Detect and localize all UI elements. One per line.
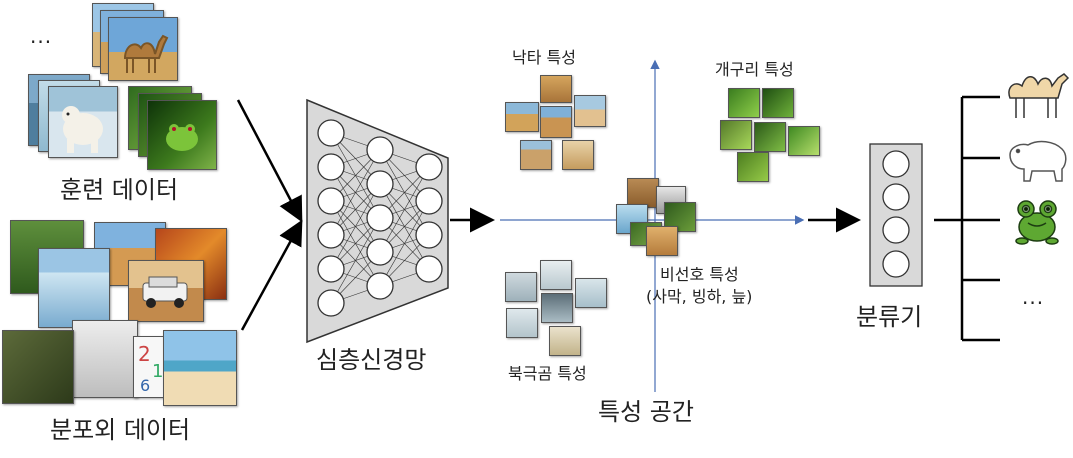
svg-text:6: 6 bbox=[140, 376, 150, 395]
classifier-output-tree bbox=[934, 95, 1000, 342]
frog-feature-tile bbox=[728, 88, 760, 118]
bear-feature-tile bbox=[541, 293, 573, 323]
camel-feature-tile bbox=[505, 102, 539, 132]
ood-arrow bbox=[240, 219, 303, 331]
bear-feature-tile bbox=[575, 278, 607, 308]
dnn-label: 심층신경망 bbox=[316, 346, 427, 374]
camel-icon bbox=[1008, 73, 1070, 118]
frog-feature-tile bbox=[720, 120, 752, 150]
nonlinear-feature-tile bbox=[646, 226, 678, 256]
ood-image-car bbox=[128, 260, 204, 322]
bear-feature-tile bbox=[505, 272, 537, 302]
frog-feature-label: 개구리 특성 bbox=[715, 60, 794, 79]
camel-feature-label: 낙타 특성 bbox=[512, 48, 576, 67]
frog-feature-tile bbox=[737, 152, 769, 182]
classifier-label: 분류기 bbox=[856, 303, 923, 331]
training-arrow bbox=[236, 99, 303, 223]
camel-feature-tile bbox=[540, 75, 572, 103]
polar-bear-icon bbox=[1009, 140, 1067, 182]
feature-space-label: 특성 공간 bbox=[598, 398, 694, 426]
training-ellipsis: ... bbox=[30, 24, 53, 48]
bear-feature-tile bbox=[506, 308, 538, 338]
ood-data-label: 분포외 데이터 bbox=[50, 416, 191, 444]
camel-feature-tile bbox=[520, 140, 552, 170]
svg-text:1: 1 bbox=[152, 361, 163, 382]
training-data-label: 훈련 데이터 bbox=[60, 176, 179, 204]
frog-feature-tile bbox=[762, 88, 794, 118]
training-image-camel bbox=[108, 17, 178, 81]
svg-text:2: 2 bbox=[138, 342, 151, 366]
training-image-polar-bear bbox=[48, 86, 118, 158]
camel-feature-tile bbox=[562, 140, 594, 170]
camel-feature-tile bbox=[574, 95, 606, 127]
frog-feature-tile bbox=[754, 122, 786, 152]
frog-feature-tile bbox=[788, 126, 820, 156]
training-image-frog bbox=[147, 100, 217, 170]
bear-feature-tile bbox=[540, 260, 572, 290]
ood-image-snow bbox=[72, 320, 138, 398]
bear-feature-tile bbox=[549, 326, 581, 356]
dnn-neurons bbox=[317, 119, 443, 317]
classifier-neurons bbox=[882, 150, 910, 278]
camel-feature-tile bbox=[540, 106, 572, 138]
ood-image-beach bbox=[163, 330, 237, 406]
output-ellipsis: ... bbox=[1022, 285, 1045, 309]
frog-icon bbox=[1015, 200, 1059, 245]
bear-feature-label: 북극곰 특성 bbox=[508, 364, 587, 383]
nonlinear-feature-label: 비선호 특성 bbox=[660, 265, 739, 284]
nonlinear-feature-sublabel: (사막, 빙하, 늪) bbox=[646, 287, 753, 306]
ood-image-lizard bbox=[2, 330, 74, 404]
